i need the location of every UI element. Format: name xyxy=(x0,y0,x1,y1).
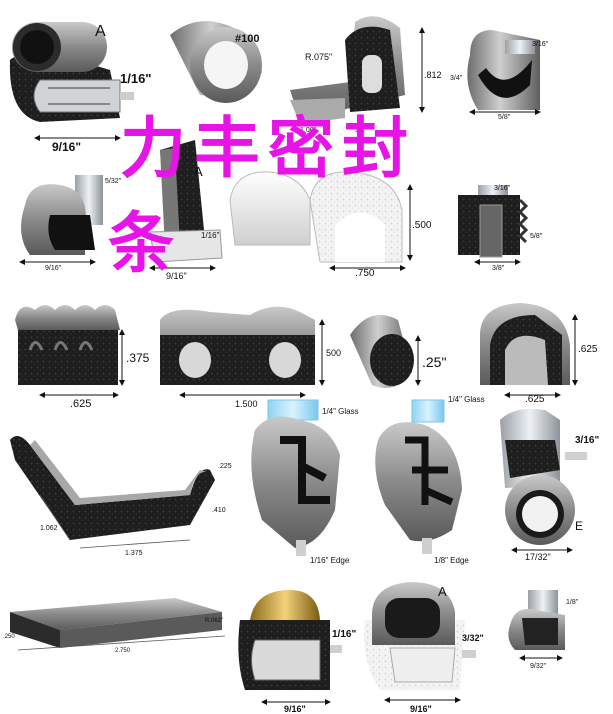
seal-profile-18: 1/16" 9/16" xyxy=(238,590,356,714)
seal-profile-15: 1/4" Glass 1/8" Edge xyxy=(375,395,485,565)
p6-letter: A xyxy=(194,164,203,179)
p14-edge: 1/16" Edge xyxy=(310,556,350,565)
p10-height: 500 xyxy=(326,348,341,358)
p3-radius: R.075" xyxy=(305,52,332,62)
seal-profile-9: .375 .625 xyxy=(15,305,150,410)
p20-top: 1/8" xyxy=(566,599,579,606)
p3-height: .812 xyxy=(424,70,442,80)
p1-letter: A xyxy=(95,23,106,40)
seal-profile-8: 3/16" 5/8" 3/8" xyxy=(458,185,543,272)
p1-gap-dimension: 1/16" xyxy=(120,71,151,86)
seal-profile-3: R.075" .812 1.00" 1.2 xyxy=(290,16,442,134)
p17-height: .250 xyxy=(3,634,15,640)
seal-profile-11: .25" xyxy=(350,315,446,389)
p13-a: .225 xyxy=(218,463,232,470)
p8-top: 3/16" xyxy=(494,185,511,192)
p9-width: .625 xyxy=(70,398,91,410)
seal-profile-19: A 3/32" 9/16" xyxy=(364,582,484,714)
watermark-line-1: 力丰密封 xyxy=(120,109,416,187)
seal-profile-17: R.062" .250 2.750 xyxy=(3,598,226,654)
seal-profile-7: .500 .750 xyxy=(229,171,432,279)
seal-profile-6: A 1/16" 9/16" xyxy=(149,140,223,281)
seal-profile-14: 1/4" Glass 1/16" Edge xyxy=(251,399,359,565)
p19-letter: A xyxy=(438,584,447,599)
p6-gap: 1/16" xyxy=(201,231,220,240)
p18-gap: 1/16" xyxy=(332,629,356,640)
p12-height: .625 xyxy=(578,344,598,355)
p16-letter: E xyxy=(575,519,583,533)
p12-width: .625 xyxy=(525,394,545,405)
p19-gap: 3/32" xyxy=(462,633,484,643)
p15-glass: 1/4" Glass xyxy=(448,395,485,404)
seal-profile-13: .225 1.062 1.375 .410 xyxy=(10,436,232,557)
seal-profile-16: 3/16" E 17/32" xyxy=(500,408,599,562)
p10-width: 1.500 xyxy=(235,399,258,409)
seal-profile-12: .625 .625 xyxy=(480,303,598,405)
p9-height: .375 xyxy=(126,351,150,365)
p16-gap: 3/16" xyxy=(575,435,599,446)
seal-profile-5: 5/32" 9/16" xyxy=(19,175,122,272)
p19-width: 9/16" xyxy=(410,704,432,714)
p18-width: 9/16" xyxy=(284,704,306,714)
p7-width: .750 xyxy=(355,268,375,279)
p16-width: 17/32" xyxy=(525,552,551,562)
p15-edge: 1/8" Edge xyxy=(434,556,469,565)
watermark-line-2: 条 xyxy=(108,204,182,282)
p8-side: 5/8" xyxy=(530,233,543,240)
p14-glass: 1/4" Glass xyxy=(322,407,359,416)
p13-d: .410 xyxy=(212,507,226,514)
p11-diameter: .25" xyxy=(422,354,446,370)
p20-width: 9/32" xyxy=(530,663,547,670)
p17-radius: R.062" xyxy=(205,618,223,624)
p4-side: 3/4" xyxy=(450,75,463,82)
p5-width: 9/16" xyxy=(45,265,62,272)
seal-profile-10: 500 1.500 xyxy=(160,306,341,409)
p1-width-dimension: 9/16" xyxy=(52,140,81,154)
p3-width2: 1.2 xyxy=(355,127,365,134)
p7-height: .500 xyxy=(412,220,432,231)
p17-width: 2.750 xyxy=(115,648,131,654)
seal-profile-2: #100 xyxy=(170,21,262,103)
p8-width: 3/8" xyxy=(492,265,505,272)
p13-c: 1.375 xyxy=(125,550,143,557)
p3-width1: 1.00" xyxy=(300,127,317,134)
seal-profile-1: A 1/16" 9/16" xyxy=(9,22,151,154)
p5-top: 5/32" xyxy=(105,178,122,185)
p2-tag: #100 xyxy=(235,33,259,45)
p4-top: 3/16" xyxy=(532,41,549,48)
seal-profile-4: 3/16" 3/4" 5/8" xyxy=(450,30,549,121)
p13-b: 1.062 xyxy=(40,525,58,532)
seal-profile-20: 1/8" 9/32" xyxy=(508,590,579,670)
p4-width: 5/8" xyxy=(498,114,511,121)
p6-width: 9/16" xyxy=(166,271,187,281)
